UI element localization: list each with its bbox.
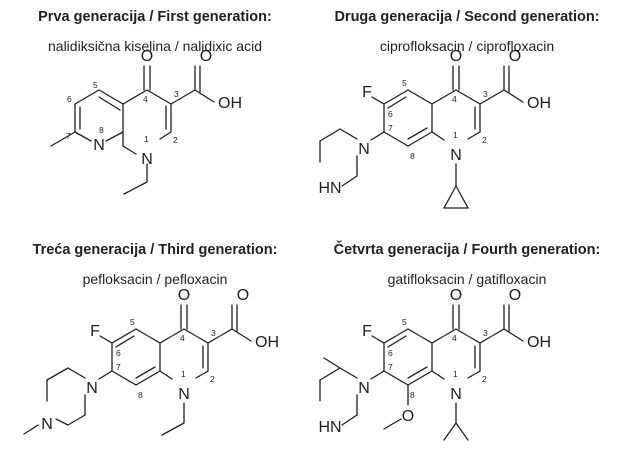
position-5: 5 [130, 317, 135, 327]
position-7: 7 [66, 131, 71, 141]
position-2: 2 [482, 135, 487, 145]
position-3: 3 [483, 89, 488, 99]
generation-title: Prva generacija / First generation: [38, 9, 272, 25]
hydroxyl-label: OH [527, 334, 551, 351]
nalidixic-acid-structure: O O OH N N 4 3 2 1 5 6 7 8 [50, 48, 242, 195]
n1-atom-label: N [141, 151, 153, 168]
position-7: 7 [388, 362, 393, 372]
position-3: 3 [174, 89, 179, 99]
acid-oxygen-label: O [509, 287, 521, 304]
position-4: 4 [452, 94, 457, 104]
piperazine-n-label: N [358, 380, 370, 397]
acid-oxygen-label: O [237, 287, 249, 304]
methyl-n-label: N [41, 416, 53, 433]
position-6: 6 [67, 94, 72, 104]
piperazine-nh-label: HN [318, 419, 341, 436]
acid-oxygen-label: O [509, 48, 521, 65]
position-8: 8 [99, 125, 104, 135]
position-6: 6 [388, 109, 393, 119]
position-7: 7 [388, 123, 393, 133]
fluorine-label: F [90, 323, 100, 340]
position-5: 5 [402, 78, 407, 88]
position-3: 3 [483, 328, 488, 338]
position-2: 2 [173, 135, 178, 145]
generation-title: Druga generacija / Second generation: [334, 9, 600, 25]
n1-atom-label: N [450, 386, 462, 403]
fluorine-label: F [362, 84, 372, 101]
position-1: 1 [453, 130, 458, 140]
position-3: 3 [211, 328, 216, 338]
position-8: 8 [410, 390, 415, 400]
position-6: 6 [388, 348, 393, 358]
generation-title: Četvrta generacija / Fourth generation: [333, 242, 601, 258]
n1-atom-label: N [450, 147, 462, 164]
drug-name: nalidiksična kiselina / nalidixic acid [48, 38, 262, 54]
hydroxyl-label: OH [527, 95, 551, 112]
piperazine-n-label: N [358, 141, 370, 158]
drug-name: pefloksacin / pefloxacin [82, 271, 228, 287]
drug-name: gatifloksacin / gatifloxacin [387, 271, 547, 287]
position-5: 5 [93, 80, 98, 90]
n8-atom-label: N [93, 137, 105, 154]
piperazine-n-label: N [86, 380, 98, 397]
position-1: 1 [181, 369, 186, 379]
keto-oxygen-label: O [178, 287, 190, 304]
position-8: 8 [410, 151, 415, 161]
hydroxyl-label: OH [255, 334, 279, 351]
drug-name: ciprofloksacin / ciprofloxacin [379, 38, 555, 54]
ciprofloxacin-structure: O O OH F N N HN 4 3 2 1 5 6 7 8 [318, 48, 551, 209]
position-4: 4 [143, 94, 148, 104]
position-1: 1 [144, 134, 149, 144]
keto-oxygen-label: O [141, 48, 153, 65]
panel-third-generation: Treća generacija / Third generation: pef… [0, 233, 310, 466]
n1-atom-label: N [178, 386, 190, 403]
position-2: 2 [482, 374, 487, 384]
position-5: 5 [402, 317, 407, 327]
hydroxyl-label: OH [218, 95, 242, 112]
pefloxacin-structure: O O OH F N N N 4 3 2 1 5 6 7 8 [23, 287, 279, 436]
position-1: 1 [453, 369, 458, 379]
fluorine-label: F [362, 323, 372, 340]
methoxy-oxygen-label: O [402, 408, 414, 425]
generation-title: Treća generacija / Third generation: [32, 242, 278, 258]
piperazine-nh-label: HN [318, 180, 341, 197]
panel-fourth-generation: Četvrta generacija / Fourth generation: … [310, 233, 620, 466]
position-7: 7 [116, 362, 121, 372]
panel-first-generation: Prva generacija / First generation: nali… [0, 0, 310, 233]
panel-second-generation: Druga generacija / Second generation: ci… [310, 0, 620, 233]
position-2: 2 [210, 374, 215, 384]
keto-oxygen-label: O [450, 287, 462, 304]
position-8: 8 [138, 390, 143, 400]
position-4: 4 [180, 333, 185, 343]
acid-oxygen-label: O [200, 48, 212, 65]
position-4: 4 [452, 333, 457, 343]
position-6: 6 [116, 348, 121, 358]
gatifloxacin-structure: O O OH F N N HN O 4 3 2 1 5 6 7 8 [318, 287, 551, 441]
keto-oxygen-label: O [450, 48, 462, 65]
